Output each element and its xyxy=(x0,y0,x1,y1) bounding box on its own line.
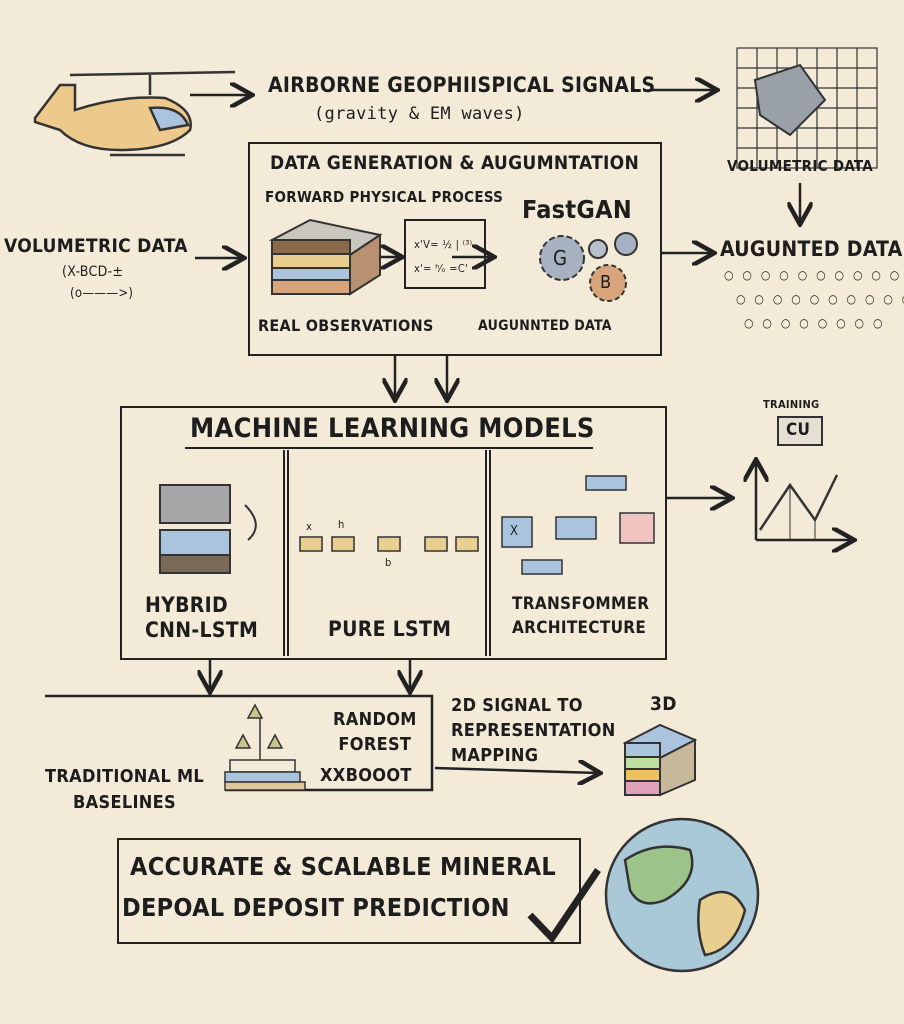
training-chart-icon xyxy=(758,416,839,540)
volumetric-grid-icon xyxy=(736,47,878,169)
dot-row: ○○○○○○○○○○ xyxy=(736,292,904,306)
mapping-label: 2D SIGNAL TO REPRESENTATION MAPPING xyxy=(451,695,616,766)
pure-lstm-label: PURE LSTM xyxy=(328,617,452,641)
globe-icon xyxy=(604,817,760,973)
data-generation-box xyxy=(248,142,662,356)
augmented-data-label: AUGUNTED DATA xyxy=(720,237,903,261)
fastgan-label: FastGAN xyxy=(522,195,633,224)
volumetric-formula: (X-BCD-± xyxy=(62,264,124,280)
checkmark-icon xyxy=(527,868,601,944)
lstm-b: b xyxy=(385,556,392,569)
data-generation-title: DATA GENERATION & AUGUMNTATION xyxy=(270,152,640,174)
equation-2: x'= ʰ⁄ₒ =C' xyxy=(414,262,469,275)
ml-models-box xyxy=(120,406,667,660)
helicopter-icon xyxy=(33,70,236,157)
dot-row: ○○○○○○○○ xyxy=(744,316,892,330)
lstm-x: x xyxy=(306,520,313,533)
hybrid-cnn-lstm-label: HYBRID CNN-LSTM xyxy=(145,593,259,642)
real-observations-label: REAL OBSERVATIONS xyxy=(258,316,434,335)
traditional-ml-label: TRADITIONAL ML BASELINES xyxy=(45,766,205,813)
signals-title: AIRBORNE GEOPHIISPICAL SIGNALS xyxy=(268,73,656,97)
baselines-bracket xyxy=(45,694,434,792)
random-forest-label: RANDOM FOREST xyxy=(333,709,417,755)
augmented-inner-label: AUGUNNTED DATA xyxy=(478,318,612,334)
divider xyxy=(185,447,593,449)
volumetric-input-label: VOLUMETRIC DATA xyxy=(4,235,188,257)
forward-process-label: FORWARD PHYSICAL PROCESS xyxy=(265,188,504,206)
ml-models-title: MACHINE LEARNING MODELS xyxy=(190,413,595,444)
3d-cube-icon xyxy=(622,723,698,797)
transformer-x: X xyxy=(510,524,519,539)
lstm-chain-icon xyxy=(299,536,479,552)
volumetric-data-label: VOLUMETRIC DATA xyxy=(727,157,874,175)
gear-g-label: G xyxy=(553,246,568,270)
dot-row: ○○○○○○○○○○ xyxy=(724,268,904,282)
cnn-cubes-icon xyxy=(159,484,257,574)
xgboost-label: XXBOOOT xyxy=(320,765,412,786)
volumetric-arrow-note: (o———>) xyxy=(70,286,134,301)
transformer-blocks-icon xyxy=(501,475,655,575)
divider xyxy=(485,450,491,656)
result-line-2: DEPOAL DEPOSIT PREDICTION xyxy=(122,893,510,922)
result-line-1: ACCURATE & SCALABLE MINERAL xyxy=(130,852,557,881)
augmented-data-dots: ○○○○○○○○○○○○○○○○○○○○○○○○○○○○ xyxy=(724,268,904,340)
equation-box xyxy=(404,219,486,289)
3d-label: 3D xyxy=(650,693,677,715)
signals-subtitle: (gravity & EM waves) xyxy=(314,104,525,124)
random-forest-icon xyxy=(224,703,306,791)
training-label: TRAINING xyxy=(763,398,820,411)
gear-b-label: B xyxy=(600,272,612,293)
lstm-h: h xyxy=(338,518,345,531)
arrow xyxy=(434,768,598,773)
transformer-label: TRANSFOMMER ARCHITECTURE xyxy=(512,594,650,638)
gear-icons xyxy=(539,232,638,302)
divider xyxy=(283,450,289,656)
earth-layers-icon xyxy=(269,218,383,296)
equation-1: x'V= ½ | ⁽³⁾ xyxy=(414,238,473,251)
training-chip-label: CU xyxy=(786,420,811,440)
result-box xyxy=(117,838,581,944)
